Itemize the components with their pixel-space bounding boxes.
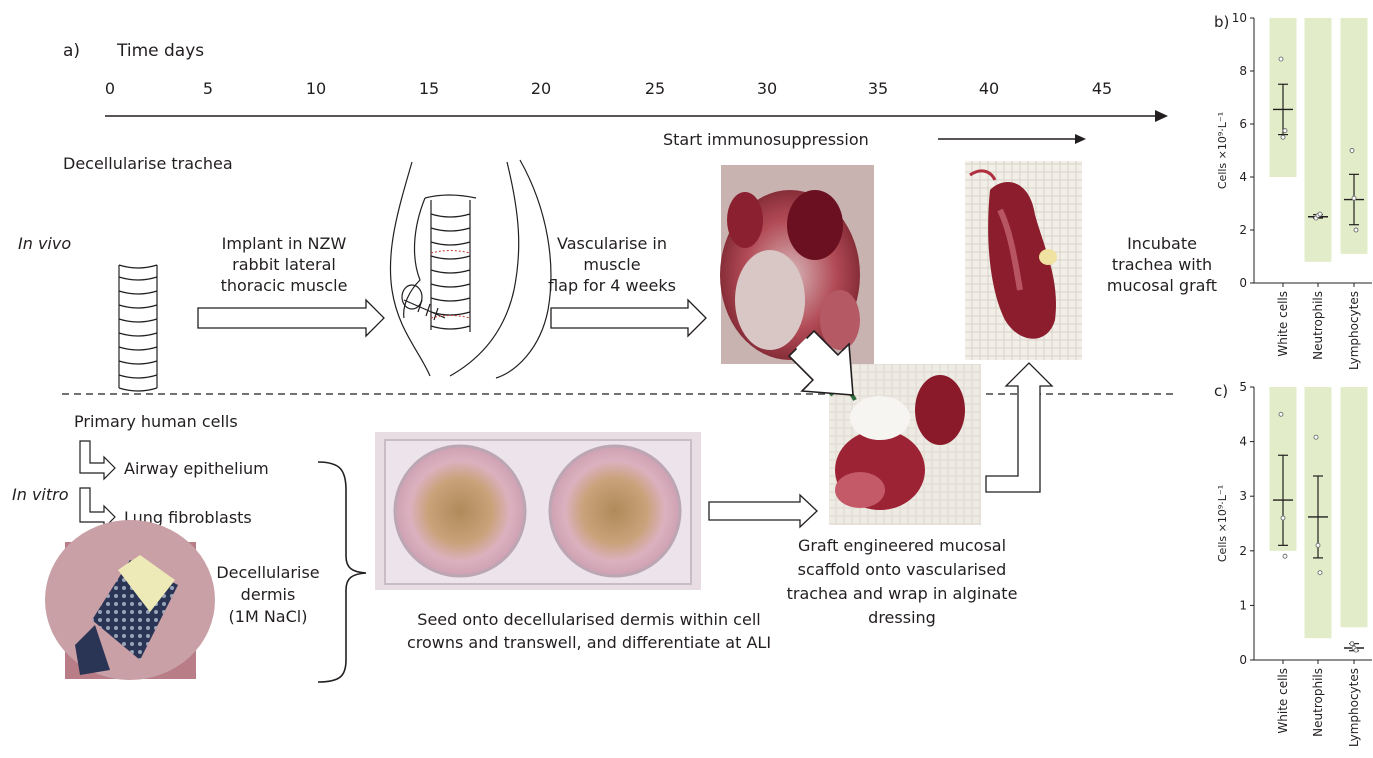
tick-45: 45	[1092, 79, 1112, 98]
y-tick-label-c-0: 0	[1239, 653, 1247, 667]
tick-5: 5	[203, 79, 213, 98]
data-point-b-0-2	[1283, 129, 1287, 133]
vascularise-line-3: flap for 4 weeks	[548, 276, 676, 295]
reference-band-c-2	[1341, 387, 1368, 627]
trachea-outline-dotted	[431, 251, 470, 319]
panel-b-label: b)	[1214, 13, 1229, 31]
immunosuppression-label: Start immunosuppression	[663, 130, 869, 149]
airway-epithelium-label: Airway epithelium	[124, 459, 269, 478]
y-axis-label-b: Cells ×10⁹·L⁻¹	[1216, 112, 1229, 189]
y-tick-label-b-1: 2	[1239, 223, 1247, 237]
y-tick-label-c-3: 3	[1239, 489, 1247, 503]
tick-0: 0	[105, 79, 115, 98]
data-point-b-0-1	[1281, 135, 1285, 139]
incubate-line-1: Incubate	[1127, 234, 1197, 253]
combine-brace-icon	[318, 462, 366, 682]
panel-c-label: c)	[1214, 382, 1228, 400]
in-vivo-label: In vivo	[18, 234, 71, 253]
decellularise-dermis-line-3: (1M NaCl)	[229, 607, 308, 626]
data-point-c-1-2	[1318, 571, 1322, 575]
vascularise-line-1: Vascularise in	[557, 234, 667, 253]
muscle-implant-sketch	[390, 160, 551, 378]
tick-10: 10	[306, 79, 326, 98]
y-tick-label-c-4: 4	[1239, 435, 1247, 449]
x-category-label-b-2: Lymphocytes	[1347, 291, 1361, 370]
panel-a-label: a)	[63, 41, 80, 61]
primary-cells-label: Primary human cells	[74, 412, 238, 431]
to-incubation-arrow-icon	[986, 363, 1052, 492]
x-category-label-c-0: White cells	[1276, 668, 1290, 734]
tick-35: 35	[868, 79, 888, 98]
time-axis-label: Time days	[116, 41, 204, 61]
graft-line-3: trachea and wrap in alginate	[787, 584, 1018, 603]
y-tick-label-b-5: 10	[1232, 11, 1247, 25]
data-point-c-1-1	[1316, 543, 1320, 547]
incubate-line-2: trachea with	[1112, 255, 1212, 274]
implant-arrow-icon	[198, 300, 384, 336]
seed-arrow-icon	[709, 495, 817, 527]
fibroblast-elbow-arrow-icon	[80, 488, 115, 528]
x-category-label-c-1: Neutrophils	[1311, 668, 1325, 737]
graft-line-1: Graft engineered mucosal	[798, 536, 1006, 555]
data-point-c-0-0	[1279, 412, 1283, 416]
immunosuppression-arrow	[938, 134, 1086, 144]
seed-line-1: Seed onto decellularised dermis within c…	[417, 610, 760, 629]
decellularise-trachea-label: Decellularise trachea	[63, 154, 233, 173]
x-category-label-c-2: Lymphocytes	[1347, 668, 1361, 747]
data-point-b-2-0	[1350, 149, 1354, 153]
x-category-label-b-0: White cells	[1276, 291, 1290, 357]
data-point-b-2-1	[1352, 196, 1356, 200]
trachea-cylinder-icon	[119, 265, 157, 391]
graft-line-2: scaffold onto vascularised	[798, 560, 1007, 579]
y-tick-label-b-3: 6	[1239, 117, 1247, 131]
implant-line-3: thoracic muscle	[221, 276, 348, 295]
y-axis-label-c: Cells ×10⁹·L⁻¹	[1216, 485, 1229, 562]
data-point-c-0-2	[1283, 554, 1287, 558]
data-point-c-0-1	[1281, 516, 1285, 520]
tick-40: 40	[979, 79, 999, 98]
tick-20: 20	[531, 79, 551, 98]
vascularise-line-2: muscle	[583, 255, 640, 274]
y-tick-label-b-4: 8	[1239, 64, 1247, 78]
dermis-photo	[45, 520, 215, 680]
in-vitro-label: In vitro	[12, 485, 69, 504]
y-tick-label-b-0: 0	[1239, 276, 1247, 290]
seed-line-2: crowns and transwell, and differentiate …	[407, 633, 771, 652]
data-point-c-2-2	[1354, 648, 1358, 652]
data-point-b-0-0	[1279, 57, 1283, 61]
vascularise-arrow-icon	[551, 300, 706, 336]
x-category-label-b-1: Neutrophils	[1311, 291, 1325, 360]
y-tick-label-c-2: 2	[1239, 544, 1247, 558]
incubated-trachea-photo	[965, 161, 1082, 360]
well-plate-photo	[375, 432, 701, 590]
data-point-b-1-2	[1318, 212, 1322, 216]
graft-line-4: dressing	[868, 608, 936, 627]
data-point-c-1-0	[1314, 435, 1318, 439]
data-point-c-2-0	[1350, 642, 1354, 646]
y-tick-label-b-2: 4	[1239, 170, 1247, 184]
data-point-b-2-2	[1354, 228, 1358, 232]
time-ticks: 0 5 10 15 20 25 30 35 40 45	[105, 79, 1112, 98]
decellularise-dermis-line-1: Decellularise	[216, 563, 319, 582]
implant-line-1: Implant in NZW	[222, 234, 347, 253]
vascularised-trachea-photo	[720, 165, 874, 364]
reference-band-b-1	[1305, 18, 1332, 262]
implant-line-2: rabbit lateral	[232, 255, 336, 274]
airway-elbow-arrow-icon	[80, 441, 115, 479]
tick-25: 25	[645, 79, 665, 98]
y-tick-label-c-1: 1	[1239, 598, 1247, 612]
tick-15: 15	[419, 79, 439, 98]
decellularise-dermis-line-2: dermis	[241, 585, 296, 604]
y-tick-label-c-5: 5	[1239, 380, 1247, 394]
tick-30: 30	[757, 79, 777, 98]
incubate-line-3: mucosal graft	[1107, 276, 1217, 295]
timeline-arrow	[105, 110, 1168, 122]
